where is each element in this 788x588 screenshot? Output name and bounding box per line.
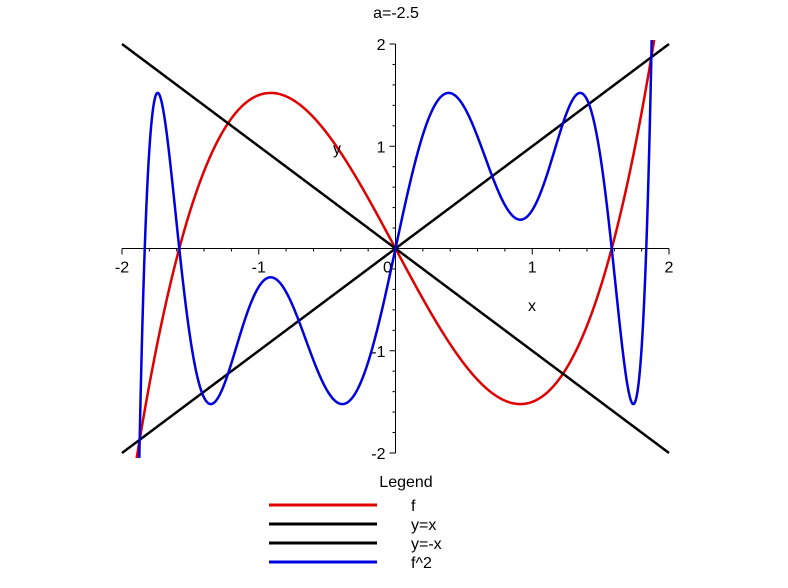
y-axis-label: y (333, 141, 341, 158)
y-tick-label: -1 (371, 344, 385, 361)
legend-title: Legend (379, 474, 432, 491)
chart-title: a=-2.5 (373, 5, 419, 22)
legend-label: y=-x (411, 536, 442, 553)
x-tick-label: -2 (115, 260, 129, 277)
y-tick-label: 2 (377, 37, 386, 54)
x-axis-label: x (528, 298, 536, 315)
legend: Legend f y=x y=-x f^2 (269, 474, 442, 572)
curves (121, 40, 670, 458)
x-tick-label: 1 (528, 260, 537, 277)
y-tick-label: -2 (371, 446, 385, 463)
x-tick-label: 0 (383, 260, 392, 277)
x-tick-label: 2 (665, 260, 674, 277)
series-f-2-line (138, 40, 653, 458)
y-tick-label: 1 (377, 139, 386, 156)
legend-label: f (411, 498, 416, 515)
legend-label: f^2 (411, 555, 432, 572)
x-tick-label: -1 (252, 260, 266, 277)
legend-label: y=x (411, 517, 436, 534)
